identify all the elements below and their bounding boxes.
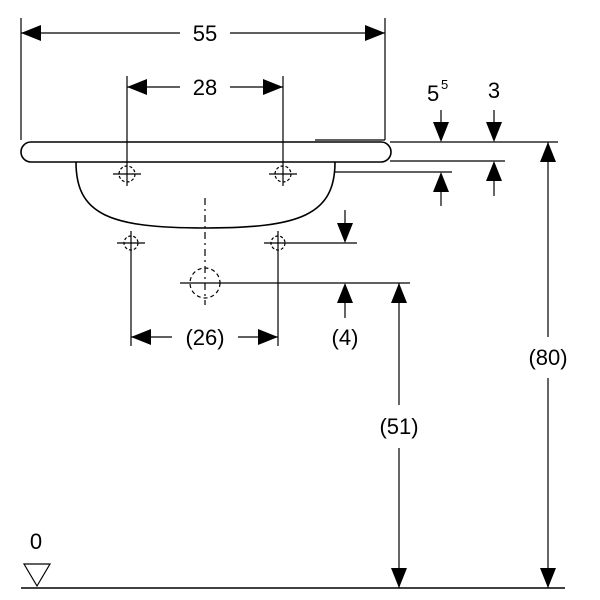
basin-outline: [20, 139, 392, 229]
extension-lines: [20, 18, 558, 346]
label-fixing-spacing: (26): [185, 325, 224, 350]
dimension-rim-height: (80): [528, 142, 568, 588]
label-rim-thickness: 5: [427, 81, 439, 106]
floor-datum: 0: [21, 529, 565, 589]
datum-triangle-icon: [22, 563, 52, 588]
tap-hole-right: [269, 160, 297, 186]
waste-outlet: [180, 198, 230, 305]
basin-rim: [20, 141, 392, 163]
label-waste-height: (51): [379, 414, 418, 439]
dimension-rim-thickness: 5 5: [427, 77, 449, 206]
label-tap-hole-spacing: 28: [193, 75, 217, 100]
dimension-rim-edge: 3: [486, 78, 502, 196]
dimension-fixing-drop: (4): [332, 210, 359, 350]
label-rim-edge: 3: [488, 78, 500, 103]
label-overall-width: 55: [193, 21, 217, 46]
label-fixing-drop: (4): [332, 325, 359, 350]
dimension-tap-hole-spacing: 28: [127, 75, 283, 100]
fixing-point-left: [117, 231, 145, 255]
dimension-fixing-spacing: (26): [131, 325, 278, 350]
label-rim-thickness-superscript: 5: [441, 77, 448, 92]
dimension-waste-height: (51): [379, 283, 419, 588]
label-floor-level: 0: [30, 529, 42, 554]
fixing-point-right: [264, 231, 292, 255]
tap-hole-left: [113, 160, 141, 186]
dimension-overall-width: 55: [21, 21, 385, 46]
label-rim-height: (80): [528, 345, 567, 370]
